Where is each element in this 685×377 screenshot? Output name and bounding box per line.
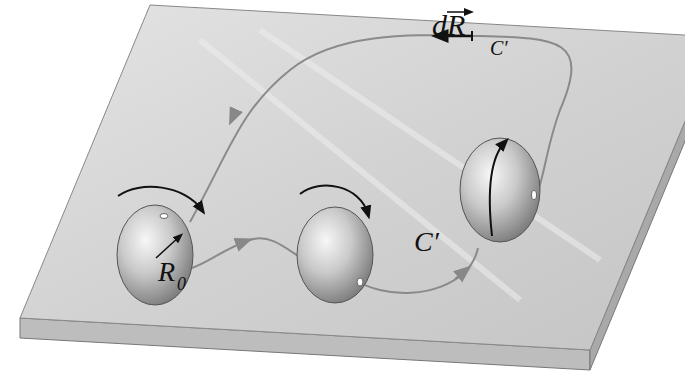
plate-sheen <box>200 30 600 300</box>
sphere-mark <box>532 191 537 200</box>
sphere <box>117 205 193 305</box>
direction-mark <box>455 270 466 279</box>
rotation-arrow <box>300 186 368 214</box>
plate-top <box>20 5 685 350</box>
radius-label: R <box>158 258 175 286</box>
rotation-arrow <box>118 187 202 210</box>
rotation-arrow <box>490 142 505 236</box>
displacement-label: dR <box>432 10 465 40</box>
sphere-mark <box>160 214 168 219</box>
radius-subscript: 0 <box>177 275 186 293</box>
sphere <box>297 207 373 303</box>
direction-mark <box>232 110 236 119</box>
sphere <box>460 138 540 242</box>
radius-arrow <box>156 236 180 258</box>
displacement-subscript: C′ <box>490 38 508 58</box>
curve-label: C′ <box>414 228 439 256</box>
displacement-arrow <box>471 31 473 41</box>
direction-mark <box>238 241 246 244</box>
sphere-mark <box>357 278 363 286</box>
